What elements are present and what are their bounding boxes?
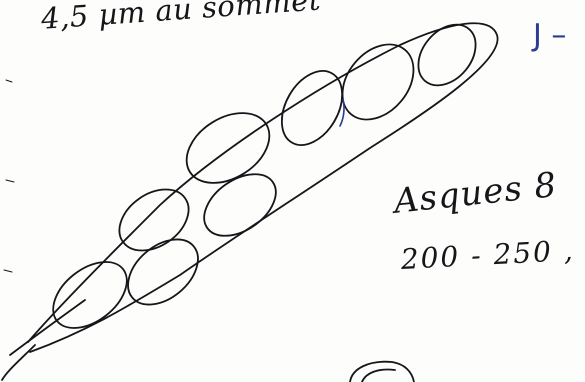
- partial-circle-inner: [362, 370, 395, 382]
- spore-1: [41, 249, 139, 342]
- right-edge-mark: J –: [533, 18, 566, 53]
- spore-3: [108, 177, 200, 263]
- margin-mark: [4, 270, 12, 272]
- margin-mark: [6, 80, 12, 82]
- spore-5: [193, 162, 287, 249]
- partial-circle: [350, 362, 414, 382]
- ascus-stalk-lower: [2, 345, 35, 380]
- margin-mark: [6, 180, 14, 182]
- spore-6: [269, 60, 354, 155]
- spore-8: [407, 14, 487, 97]
